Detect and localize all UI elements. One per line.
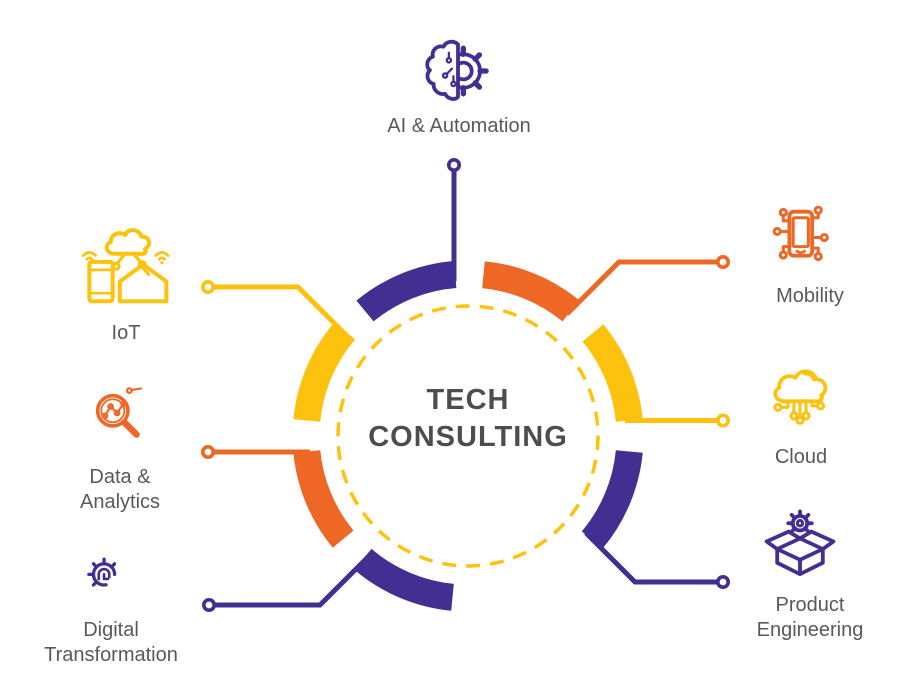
arc-iot — [293, 322, 356, 423]
pixel-gear-icon — [75, 544, 141, 610]
connector-mobility — [565, 259, 723, 316]
mobile-circuit-icon — [762, 198, 838, 274]
iot-devices-icon — [82, 226, 172, 312]
dot-data-analytics — [201, 444, 216, 459]
label-mobility: Mobility — [776, 285, 844, 307]
cloud-circuit-icon — [762, 358, 838, 434]
magnifier-chart-icon — [84, 382, 156, 454]
dot-mobility — [715, 254, 730, 269]
box-gear-icon — [762, 505, 838, 581]
dot-iot — [201, 279, 216, 294]
arc-mobility — [481, 261, 580, 322]
dot-cloud — [715, 413, 730, 428]
connector-dots — [201, 158, 730, 612]
brain-gear-icon — [420, 33, 496, 109]
connector-lines — [208, 166, 723, 608]
connector-iot — [208, 284, 349, 338]
connector-product-engineering — [584, 531, 723, 585]
label-ai-automation: AI & Automation — [387, 115, 531, 137]
label-iot: IoT — [111, 322, 141, 344]
label-cloud: Cloud — [774, 446, 828, 468]
arc-product-engineering — [581, 449, 643, 549]
dot-ai — [446, 158, 461, 173]
label-digital-transformation: Digital Transformation — [44, 619, 178, 666]
arc-data-analytics — [293, 449, 354, 548]
dot-product-engineering — [715, 574, 730, 589]
arc-ai — [356, 261, 457, 322]
label-data-analytics: Data & Analytics — [79, 466, 161, 513]
dashed-circle — [336, 304, 600, 568]
ring-arcs — [293, 261, 643, 611]
label-product-engineering: Product Engineering — [756, 594, 864, 641]
dot-digital-transformation — [202, 597, 217, 612]
connector-digital-transformation — [209, 554, 371, 608]
arc-cloud — [582, 324, 643, 423]
arc-digital-transformation — [354, 548, 455, 611]
center-title: TECH CONSULTING — [368, 384, 568, 453]
